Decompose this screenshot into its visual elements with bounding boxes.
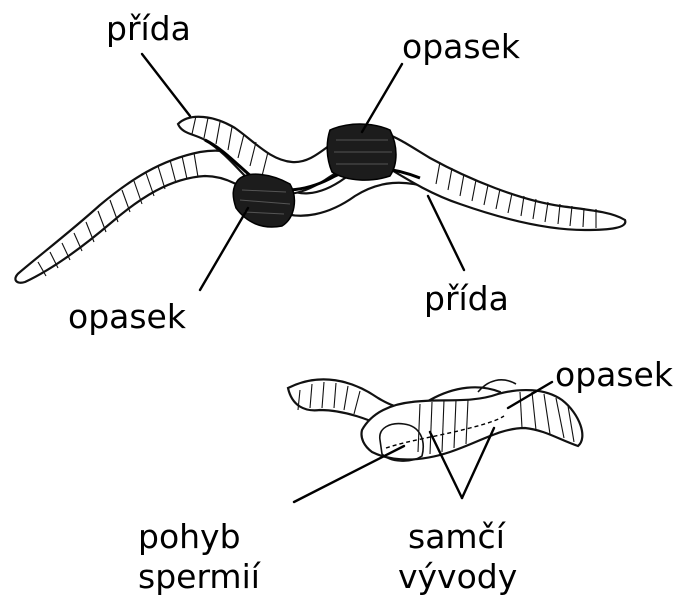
- label-prida-bottom: přída: [424, 282, 509, 315]
- leader-opasek-top: [362, 64, 402, 132]
- closeup-worm-b: [361, 390, 582, 459]
- leader-opasek-bottom: [200, 208, 248, 290]
- upper-worm-pair: [15, 116, 625, 283]
- label-opasek-small: opasek: [555, 358, 673, 391]
- label-opasek-top: opasek: [402, 30, 520, 63]
- leader-prida-top: [142, 54, 190, 116]
- lower-worm-closeup: [288, 379, 582, 461]
- label-prida-top: přída: [106, 12, 191, 45]
- leader-pohyb: [294, 446, 404, 502]
- leader-prida-bottom: [428, 196, 464, 270]
- label-samci-line1: samčí: [408, 520, 505, 553]
- label-opasek-bottom: opasek: [68, 300, 186, 333]
- label-pohyb-line1: pohyb: [138, 520, 241, 553]
- label-pohyb-line2: spermií: [138, 560, 260, 593]
- label-samci-line2: vývody: [398, 560, 517, 593]
